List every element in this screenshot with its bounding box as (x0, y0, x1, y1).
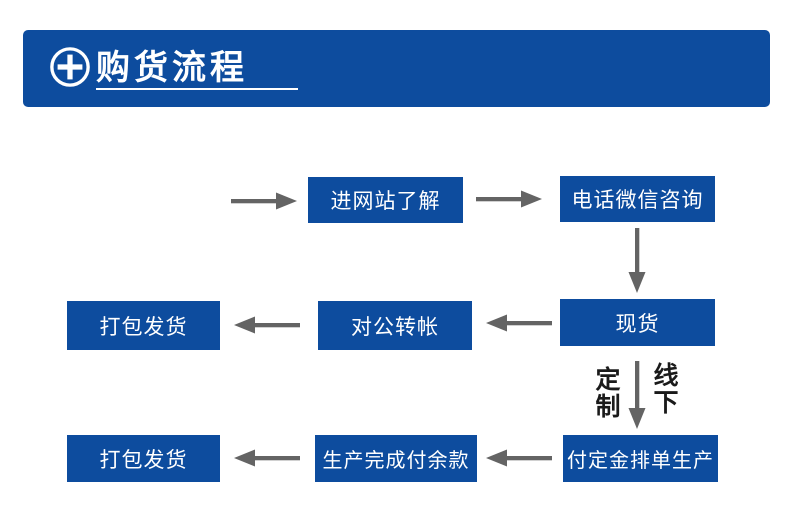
flow-node-consult: 电话微信咨询 (560, 176, 715, 222)
plus-circle-icon (49, 46, 91, 88)
branch-label-offline: 线下 (653, 361, 679, 417)
page-title: 购货流程 (96, 49, 248, 87)
flow-node-pack-ship-1: 打包发货 (67, 301, 220, 350)
flow-node-website: 进网站了解 (308, 177, 463, 223)
flow-node-balance-payment: 生产完成付余款 (315, 435, 477, 482)
section-header: 购货流程 (23, 30, 770, 107)
arrow-left-icon (234, 316, 300, 334)
title-underline (96, 88, 298, 90)
arrow-left-icon (486, 314, 552, 332)
arrow-right-icon (476, 190, 542, 208)
arrow-right-icon (231, 192, 297, 210)
arrow-down-icon (628, 361, 646, 429)
arrow-left-icon (234, 449, 300, 467)
flow-node-deposit-production: 付定金排单生产 (563, 435, 718, 482)
flow-node-transfer: 对公转帐 (318, 301, 472, 350)
arrow-down-icon (628, 228, 646, 293)
arrow-left-icon (486, 449, 552, 467)
flow-node-pack-ship-2: 打包发货 (67, 435, 220, 482)
flow-node-stock: 现货 (560, 299, 715, 346)
branch-label-custom: 定制 (595, 365, 621, 421)
